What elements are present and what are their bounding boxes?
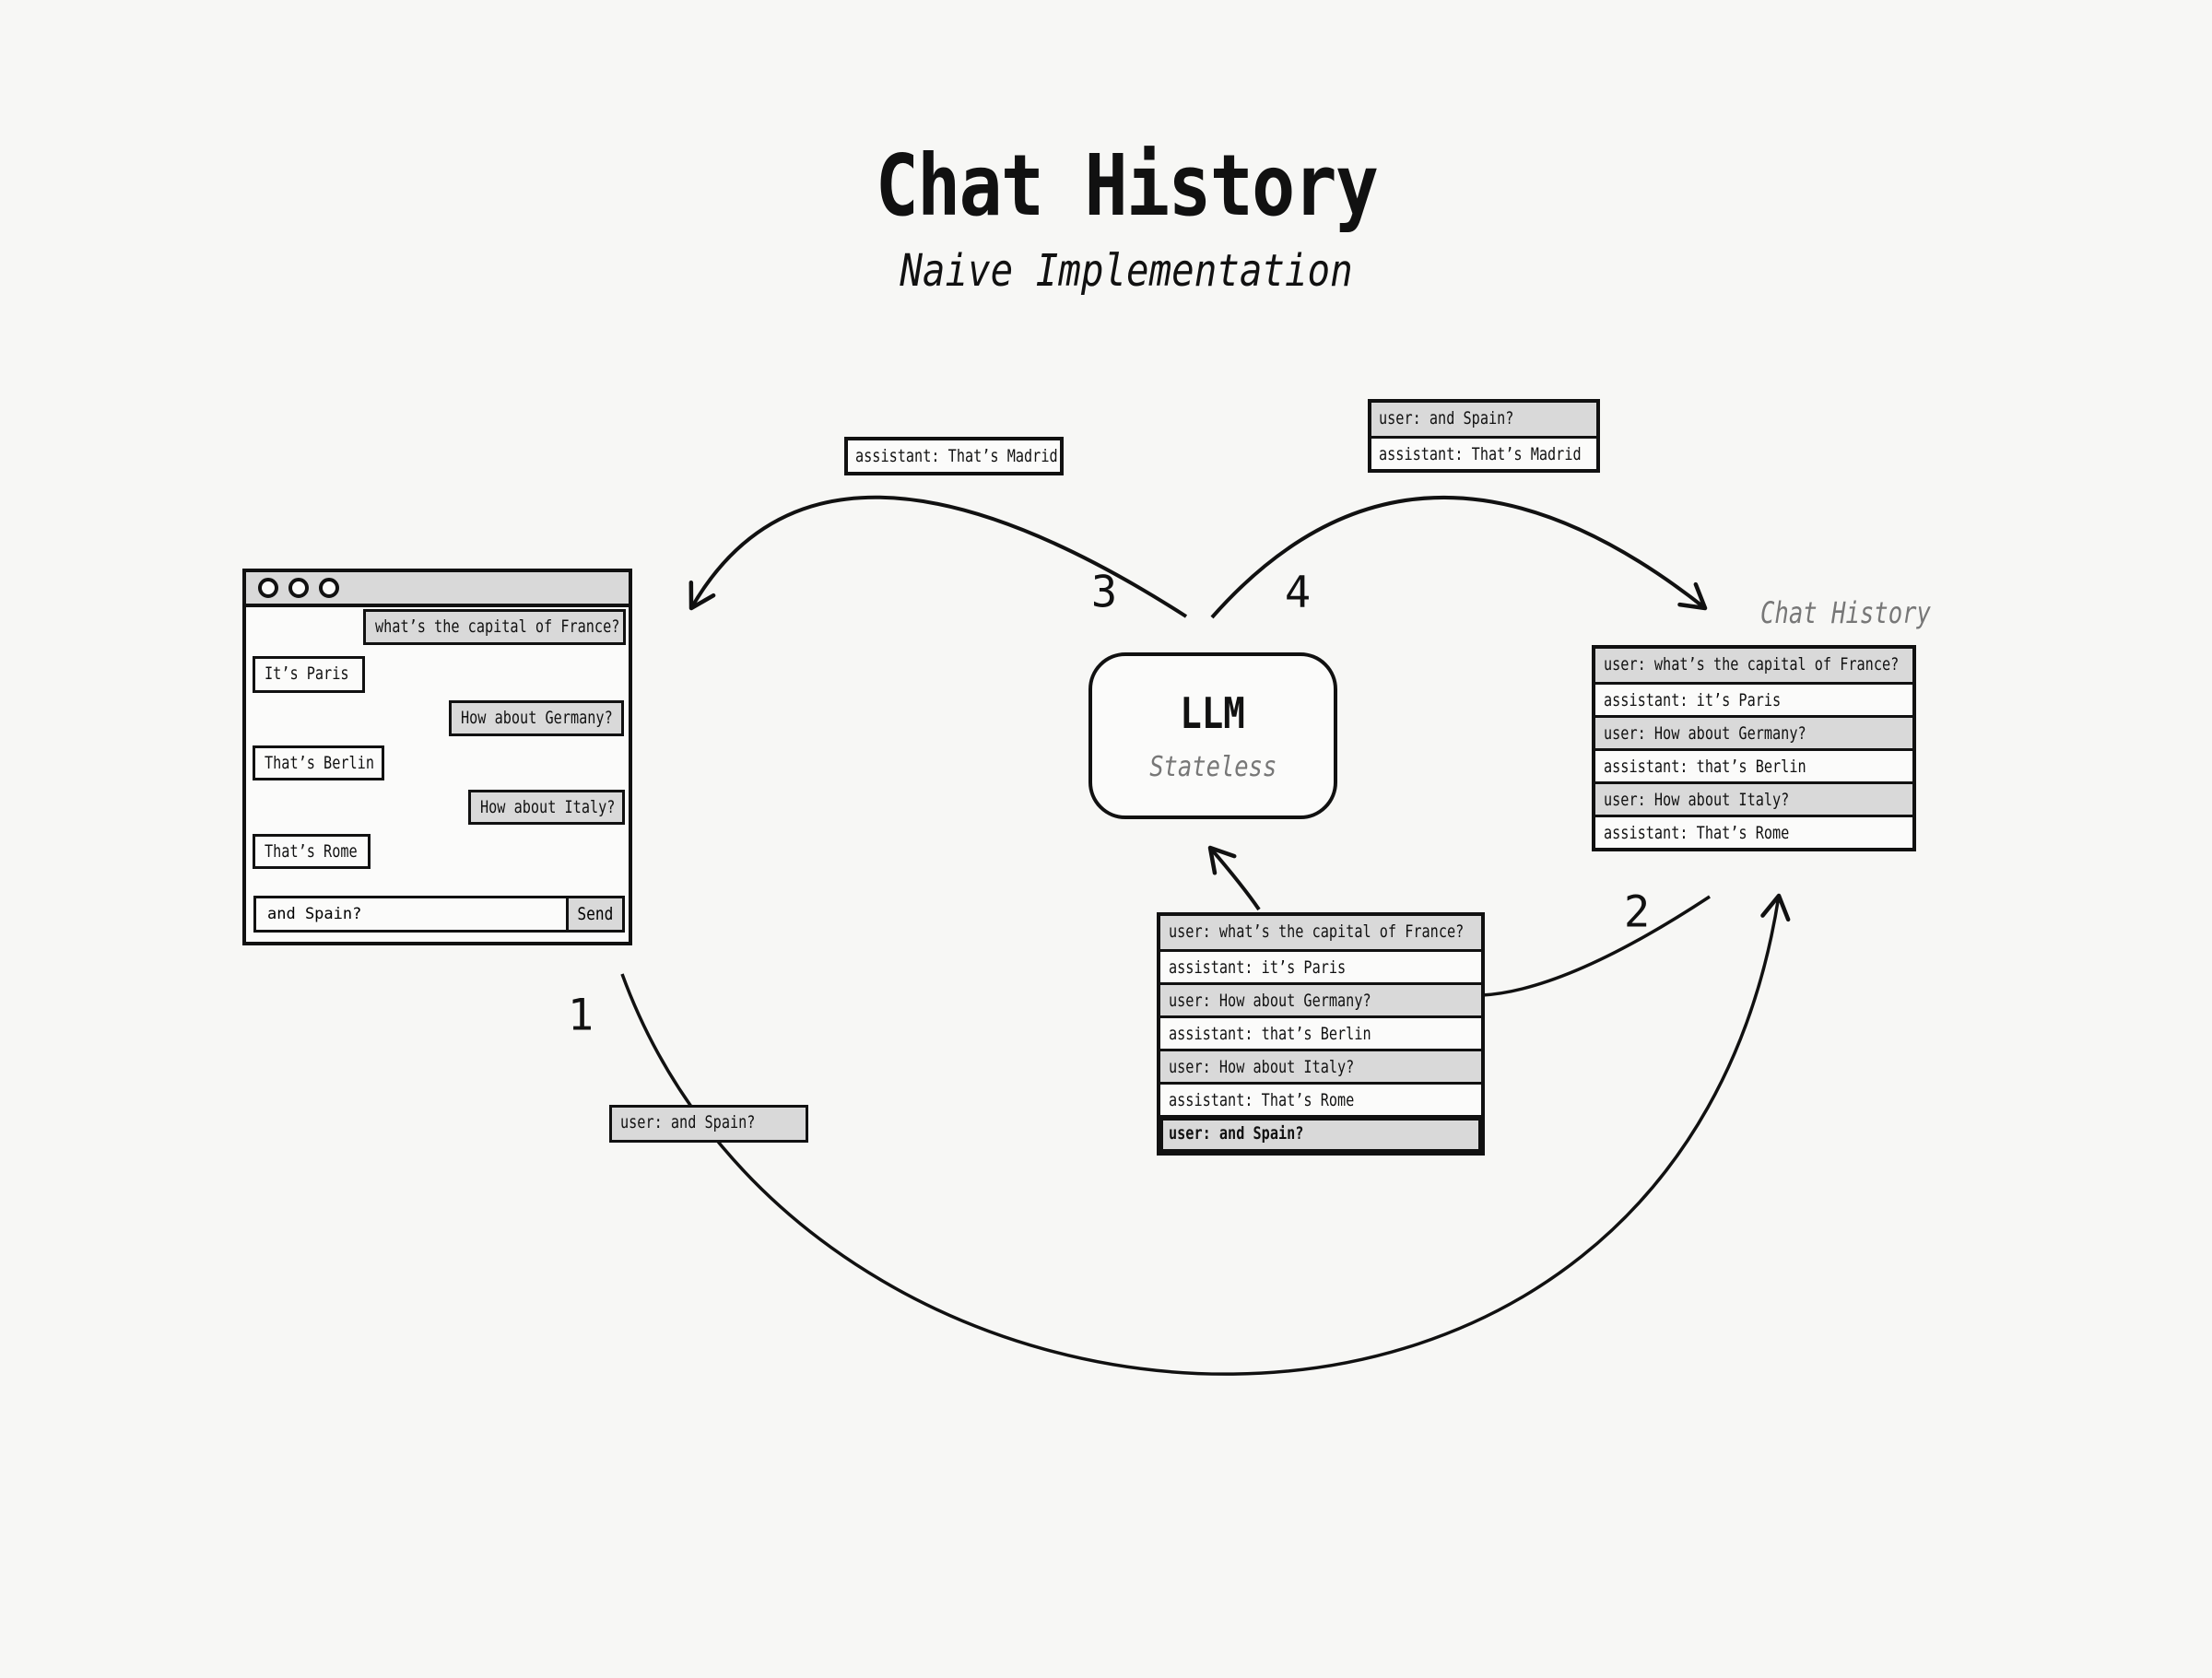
history-row: user: How about Germany?	[1595, 715, 1912, 748]
chat-window: what’s the capital of France? It’s Paris…	[242, 569, 632, 945]
page-subtitle: Naive Implementation	[900, 245, 1353, 297]
exchange-label-box: user: and Spain? assistant: That’s Madri…	[1368, 399, 1600, 473]
prompt-row: assistant: it’s Paris	[1160, 949, 1481, 982]
history-row: assistant: that’s Berlin	[1595, 748, 1912, 781]
arrow-2-history-to-prompt	[1481, 895, 1711, 997]
prompt-row: user: How about Italy?	[1160, 1049, 1481, 1082]
prompt-row-new-message: user: and Spain?	[1160, 1115, 1481, 1152]
history-row: assistant: That’s Rome	[1595, 815, 1912, 848]
llm-box: LLM Stateless	[1088, 652, 1337, 819]
chat-bubble-user: what’s the capital of France?	[363, 609, 626, 645]
step-number-2: 2	[1623, 886, 1651, 938]
step-number-1: 1	[567, 990, 594, 1041]
step-number-3: 3	[1090, 567, 1118, 618]
window-control-icon[interactable]	[258, 578, 278, 598]
arrow-1-user-message-to-history	[620, 893, 1791, 1376]
exchange-row-user: user: and Spain?	[1371, 403, 1596, 436]
exchange-row-assistant: assistant: That’s Madrid	[1371, 436, 1596, 469]
chat-input[interactable]	[253, 896, 569, 933]
chat-bubble-assistant: That’s Berlin	[253, 745, 384, 780]
prompt-row: assistant: That’s Rome	[1160, 1082, 1481, 1115]
llm-stateless-label: Stateless	[1148, 751, 1277, 783]
history-row: user: How about Italy?	[1595, 781, 1912, 815]
chat-bubble-assistant: That’s Rome	[253, 834, 371, 869]
chat-bubble-user: How about Germany?	[449, 700, 624, 736]
step-number-4: 4	[1284, 567, 1312, 618]
arrow-4-exchange-to-history	[1210, 496, 1708, 619]
prompt-row: user: How about Germany?	[1160, 982, 1481, 1015]
arrow-3-llm-response-to-chat	[688, 495, 1188, 618]
history-row: assistant: it’s Paris	[1595, 682, 1912, 715]
prompt-row: assistant: that’s Berlin	[1160, 1015, 1481, 1049]
arrow-prompt-to-llm	[1207, 845, 1261, 911]
chat-history-table: user: what’s the capital of France? assi…	[1592, 645, 1916, 851]
window-control-icon[interactable]	[319, 578, 339, 598]
prompt-table: user: what’s the capital of France? assi…	[1157, 912, 1485, 1156]
window-control-icon[interactable]	[288, 578, 309, 598]
new-message-label-box: user: and Spain?	[609, 1105, 808, 1143]
send-button[interactable]: Send	[566, 896, 625, 933]
llm-label: LLM	[1180, 688, 1246, 738]
chat-window-titlebar	[246, 572, 629, 607]
chat-history-label: Chat History	[1760, 595, 1931, 630]
chat-input-row: Send	[253, 896, 625, 933]
page-title: Chat History	[875, 136, 1379, 235]
prompt-row: user: what’s the capital of France?	[1160, 916, 1481, 949]
chat-bubble-assistant: It’s Paris	[253, 656, 365, 693]
response-label-box: assistant: That’s Madrid	[844, 437, 1064, 475]
chat-bubble-user: How about Italy?	[468, 790, 625, 825]
history-row: user: what’s the capital of France?	[1595, 649, 1912, 682]
